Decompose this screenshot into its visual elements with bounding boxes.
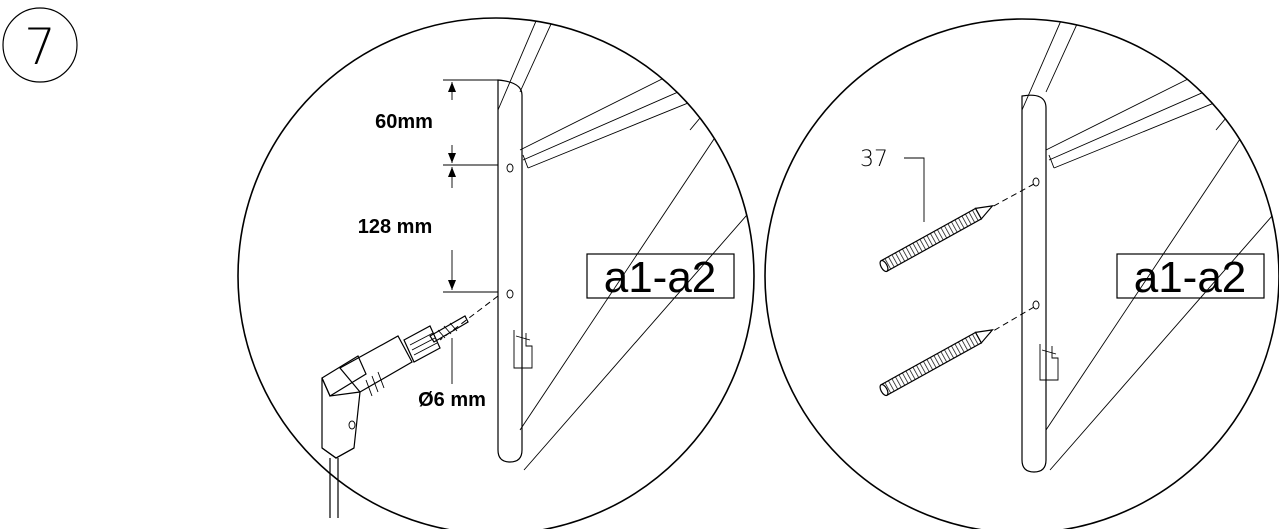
left-part-label-box	[586, 253, 735, 299]
step-number: 7	[24, 18, 56, 76]
left-detail-panel: 60mm 128 mm Ø6 mm a1-a2	[237, 17, 755, 529]
dimension-lines	[443, 79, 498, 293]
step-indicator: 7	[2, 7, 78, 83]
left-part-label: a1-a2	[604, 253, 717, 302]
dimension-top-label: 60mm	[375, 111, 433, 133]
right-post-notch	[1039, 344, 1059, 381]
drill-icon	[321, 315, 469, 518]
upper-hole	[506, 163, 514, 173]
upper-screw-icon	[879, 205, 994, 273]
right-part-label-box	[1116, 253, 1265, 299]
lower-screw-icon	[879, 329, 994, 397]
left-post	[497, 79, 523, 463]
right-lower-hole	[1032, 300, 1040, 310]
lower-hole	[506, 289, 514, 299]
callout-leader	[904, 157, 925, 222]
right-upper-hole	[1032, 177, 1040, 187]
right-post	[1021, 94, 1047, 473]
upper-screw-guide	[989, 183, 1035, 209]
left-detail-circle	[237, 17, 755, 529]
step-circle	[2, 7, 78, 83]
dimension-middle-label: 128 mm	[358, 216, 433, 238]
left-post-notch	[513, 330, 533, 369]
right-detail-panel: 37 a1-a2	[764, 18, 1279, 529]
right-part-label: a1-a2	[1134, 253, 1247, 302]
drill-diameter-label: Ø6 mm	[418, 389, 486, 411]
callout-number: 37	[860, 147, 888, 172]
lower-screw-guide	[987, 306, 1035, 335]
